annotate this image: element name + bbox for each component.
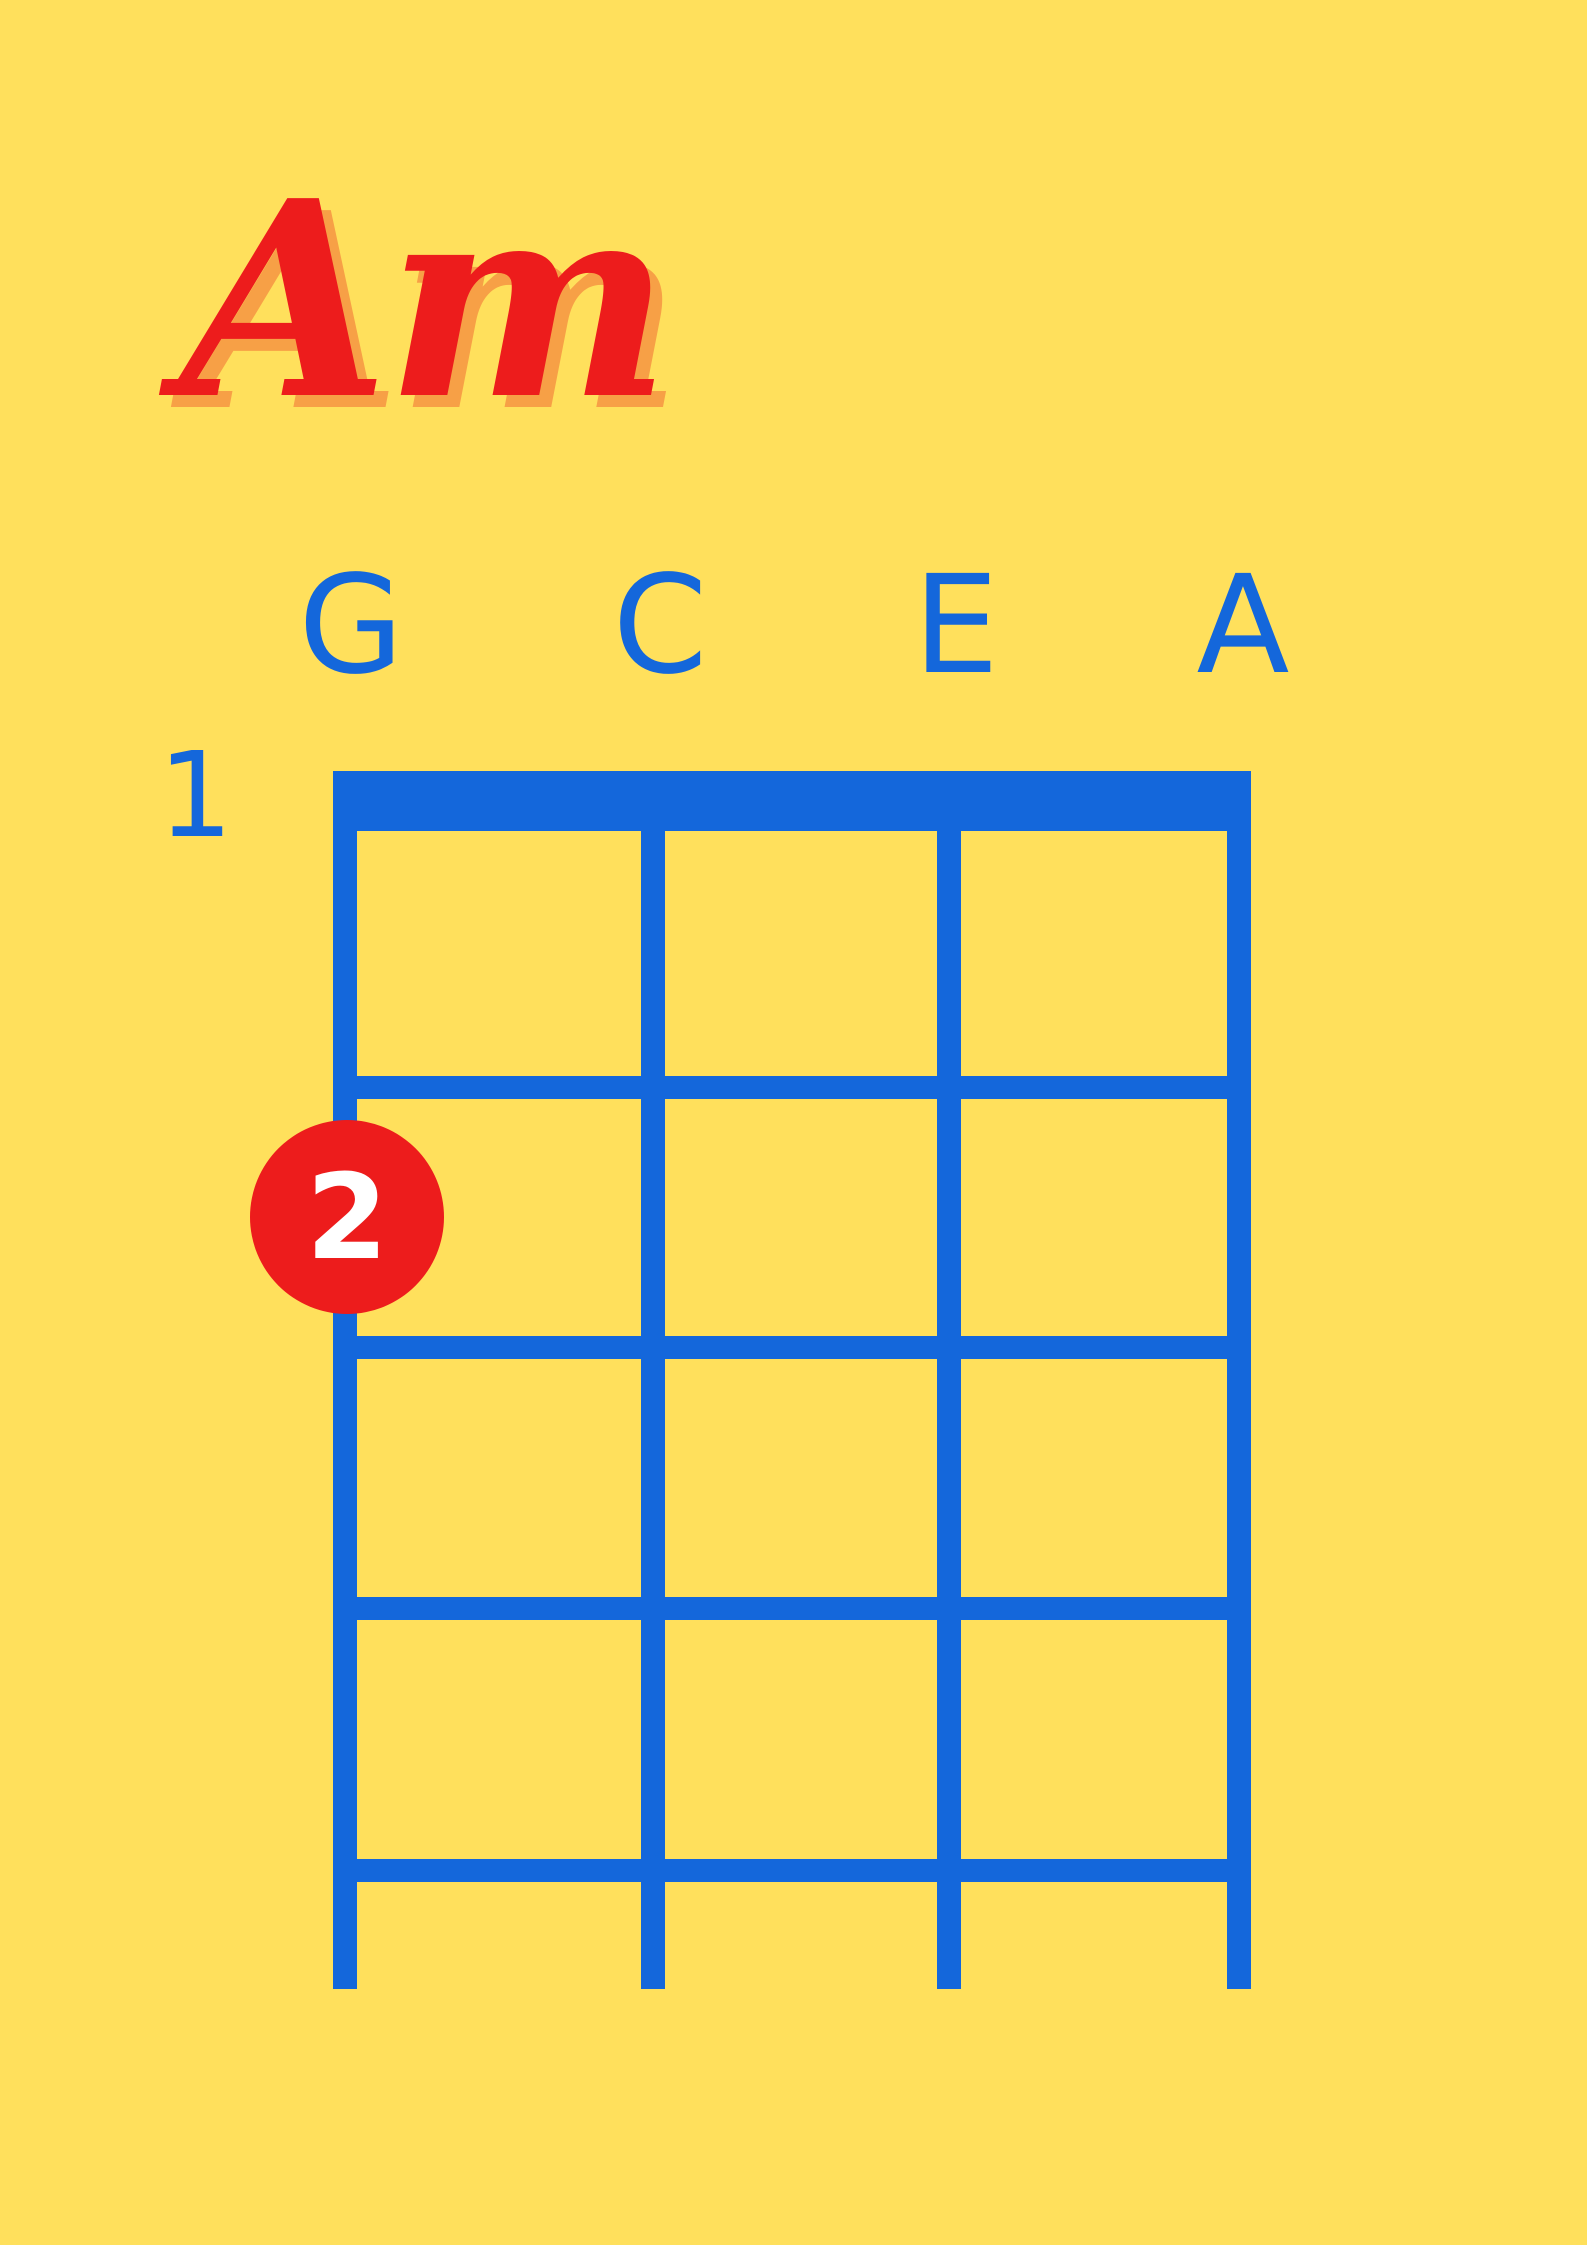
string-line-g xyxy=(333,771,357,1989)
string-line-c xyxy=(641,771,665,1989)
string-name-c: C xyxy=(612,547,708,705)
string-name-e: E xyxy=(913,547,999,705)
chord-name: Am xyxy=(180,141,671,459)
fret-line-2 xyxy=(333,1336,1251,1359)
finger-dot: 2 xyxy=(250,1120,444,1314)
fret-line-4 xyxy=(333,1859,1251,1882)
fret-line-3 xyxy=(333,1597,1251,1620)
string-name-a: A xyxy=(1196,547,1290,705)
fret-number: 1 xyxy=(158,726,234,864)
string-name-g: G xyxy=(298,547,404,705)
string-line-a xyxy=(1227,771,1251,1989)
string-line-e xyxy=(937,771,961,1989)
chord-title-shadow: Am xyxy=(192,153,683,471)
fret-line-1 xyxy=(333,1076,1251,1099)
finger-number: 2 xyxy=(305,1148,389,1286)
chord-title: Am Am xyxy=(180,165,683,447)
nut xyxy=(333,771,1251,831)
